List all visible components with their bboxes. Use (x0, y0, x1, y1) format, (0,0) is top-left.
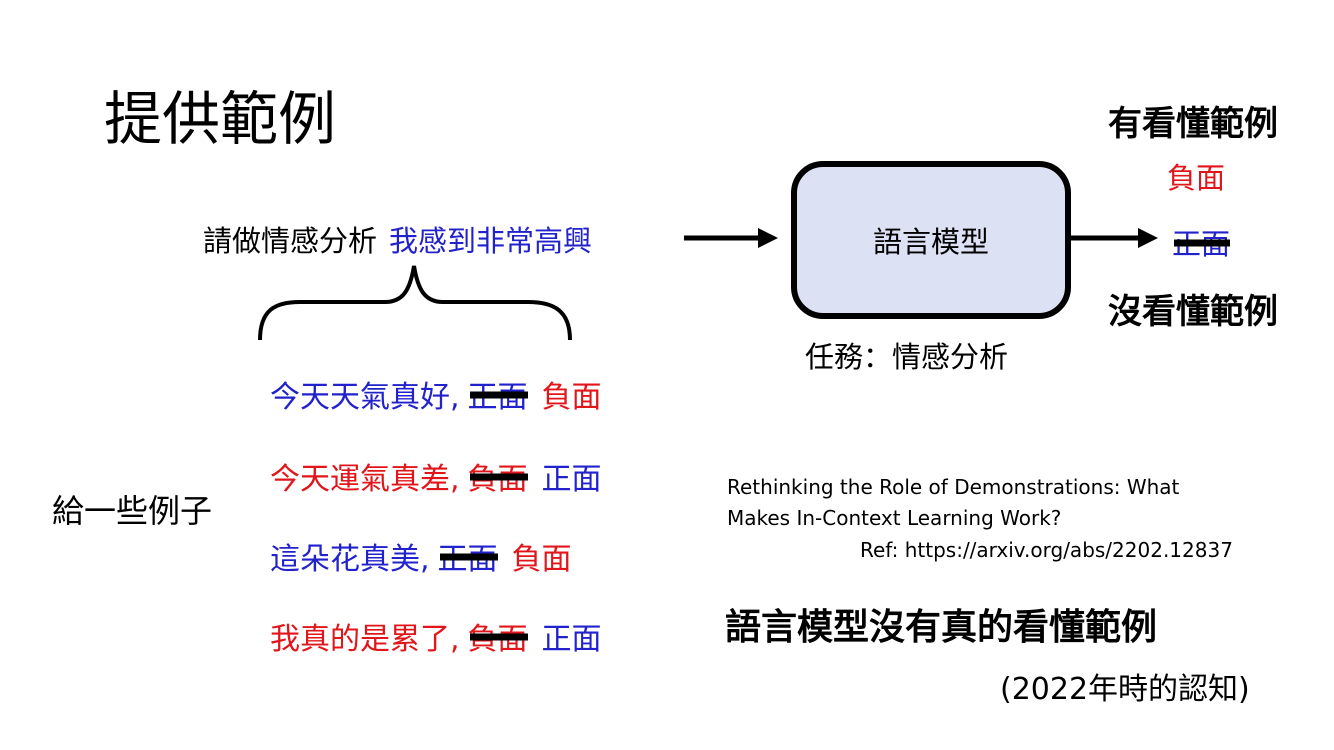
example-label: 正面 (541, 462, 602, 497)
language-model-label: 語言模型 (872, 225, 989, 259)
note-text: (2022年時的認知) (1000, 672, 1250, 707)
example-text: 今天運氣真差, (270, 462, 460, 497)
example-text: 今天天氣真好, (270, 380, 460, 415)
arrow-right-icon (1067, 228, 1158, 248)
strikethrough-bar (469, 473, 528, 481)
strikethrough-bar (469, 633, 528, 641)
reference-link: Ref: https://arxiv.org/abs/2202.12837 (860, 538, 1233, 562)
struck-label: 負面 (468, 454, 528, 498)
example-label: 負面 (511, 542, 572, 577)
example-row: 這朵花真美,正面負面 (270, 534, 572, 578)
example-text: 我真的是累了, (270, 622, 460, 657)
example-row: 今天天氣真好,正面負面 (270, 372, 602, 416)
task-label: 任務：情感分析 (805, 340, 1009, 374)
strikethrough-bar (439, 553, 498, 561)
example-text: 這朵花真美, (270, 542, 430, 577)
example-label: 正面 (541, 622, 602, 657)
has-understood-label: 有看懂範例 (1108, 104, 1278, 144)
struck-label: 正面 (438, 534, 498, 578)
paper-title: Rethinking the Role of Demonstrations: W… (727, 472, 1179, 534)
instruction-text: 請做情感分析 (203, 224, 378, 258)
output-positive-struck: 正面 (1172, 221, 1231, 263)
give-examples-label: 給一些例子 (52, 492, 213, 530)
example-label: 負面 (541, 380, 602, 415)
query-text: 我感到非常高興 (389, 224, 593, 258)
paper-title-line-1: Rethinking the Role of Demonstrations: W… (727, 475, 1180, 499)
paper-title-line-2: Makes In-Context Learning Work? (727, 506, 1062, 530)
example-row: 今天運氣真差,負面正面 (270, 454, 602, 498)
struck-label: 負面 (468, 614, 528, 658)
conclusion-text: 語言模型沒有真的看懂範例 (725, 607, 1158, 648)
instruction-line: 請做情感分析我感到非常高興 (203, 218, 592, 260)
strikethrough-bar (469, 391, 528, 399)
no-understood-label: 沒看懂範例 (1108, 292, 1278, 332)
output-negative: 負面 (1167, 161, 1226, 195)
language-model-box: 語言模型 (791, 161, 1071, 319)
slide-title: 提供範例 (104, 85, 337, 153)
curly-brace-icon (258, 265, 572, 341)
struck-label: 正面 (468, 372, 528, 416)
arrow-right-icon (684, 228, 778, 248)
example-row: 我真的是累了,負面正面 (270, 614, 602, 658)
strikethrough-bar (1174, 239, 1231, 247)
